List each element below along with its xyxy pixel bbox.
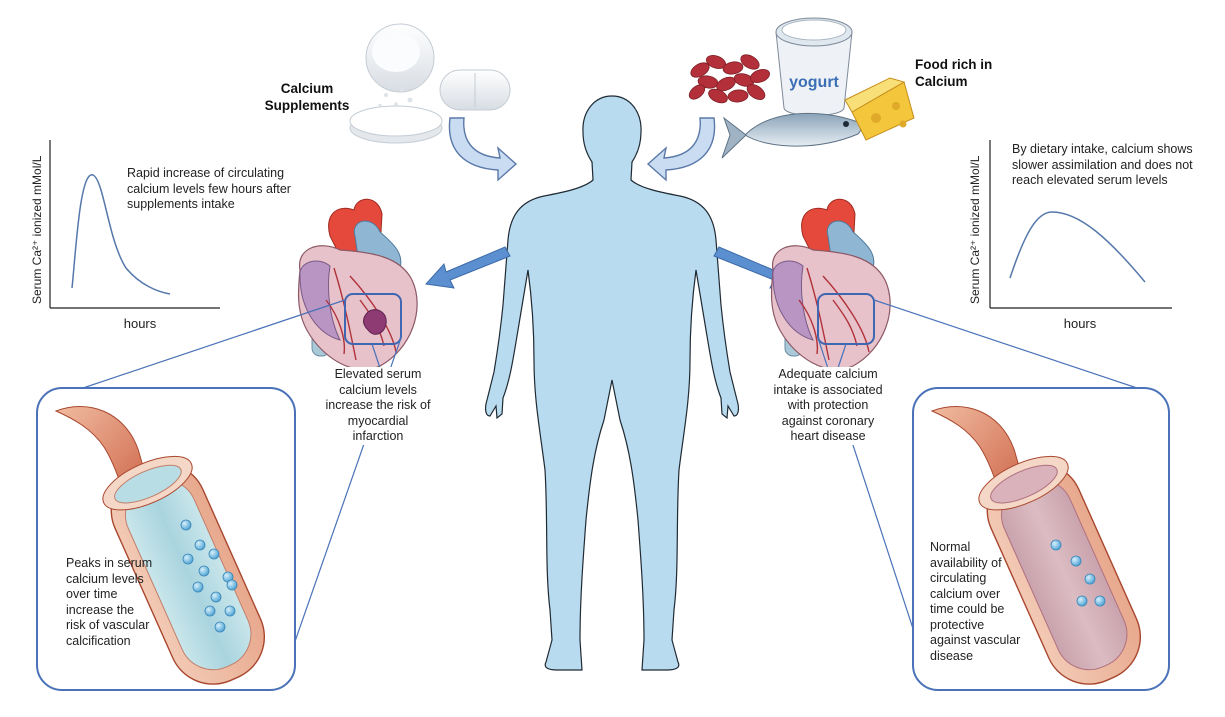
right-chart [989,140,1172,309]
cheese-icon [844,77,915,141]
right-chart-curve [1009,211,1146,283]
right-chart-annotation: By dietary intake, calcium shows slower … [1012,142,1193,187]
kidney-beans-icon [688,54,771,104]
supplements-title: Calcium Supplements [264,81,350,113]
intake-arrows [448,117,716,182]
left-chart-curve [71,174,171,295]
right-vessel-zoom-box [912,387,1170,691]
left-chart-annotation: Rapid increase of circulating calcium le… [127,166,291,211]
calcium-supplement-pills-icon [349,23,511,144]
left-chart-x-label: hours [123,316,157,331]
left-heart-illustration [297,198,418,370]
supplement-intake-arrow [448,117,518,182]
left-chart-y-label: Serum Ca²⁺ ionized mMol/L [30,155,44,304]
calcified-vessel-illustration [54,406,266,685]
food-title: Food rich in Calcium [915,57,993,89]
calcium-food-icon [688,17,915,159]
right-chart-x-label: hours [1063,316,1097,331]
healthy-vessel-illustration [930,406,1142,685]
arrow-to-left-heart [425,246,511,289]
right-vessel-caption: Normal availability of circulating calci… [930,540,1021,663]
right-heart-illustration [770,198,891,370]
left-vessel-caption: Peaks in serum calcium levels over time … [66,556,153,648]
right-heart-caption: Adequate calcium intake is associated wi… [770,367,886,445]
left-vessel-zoom-box [36,387,296,691]
human-body-silhouette [484,95,740,671]
calcium-particles [1050,539,1106,607]
right-chart-y-label: Serum Ca²⁺ ionized mMol/L [968,155,982,304]
left-chart [49,140,220,309]
calcium-particles [180,519,238,633]
yogurt-label: yogurt [789,74,839,91]
yogurt-cup-icon [775,17,853,116]
fish-icon [721,112,862,159]
food-intake-arrow [646,117,716,182]
left-heart-caption: Elevated serum calcium levels increase t… [322,367,434,445]
